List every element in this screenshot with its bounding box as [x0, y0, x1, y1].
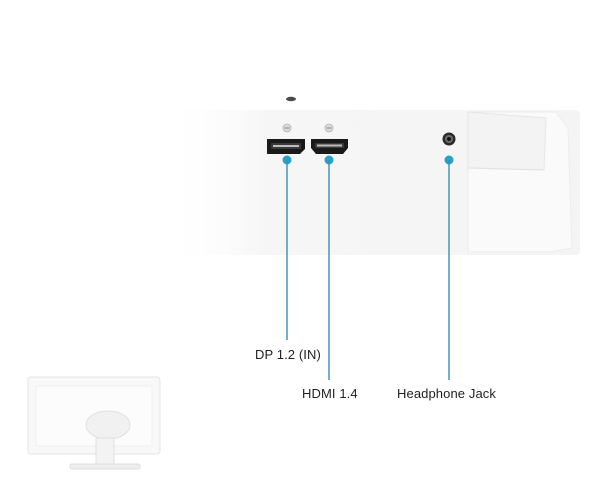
dp-leader-line — [282, 155, 292, 340]
monitor-housing — [160, 110, 580, 255]
hdmi-icon — [311, 139, 348, 154]
screw-icon — [282, 123, 292, 133]
screw-icon — [324, 123, 334, 133]
hdmi-port-label: HDMI 1.4 — [302, 386, 358, 401]
headphone-jack-label: Headphone Jack — [397, 386, 496, 401]
vent-slot-icon — [286, 96, 296, 102]
headphone-jack-icon — [442, 132, 456, 146]
hdmi-leader-line — [324, 155, 334, 380]
displayport-icon — [267, 139, 305, 154]
dp-port-label: DP 1.2 (IN) — [255, 347, 321, 362]
headphone-leader-line — [444, 155, 454, 380]
monitor-thumbnail-icon — [27, 376, 161, 470]
